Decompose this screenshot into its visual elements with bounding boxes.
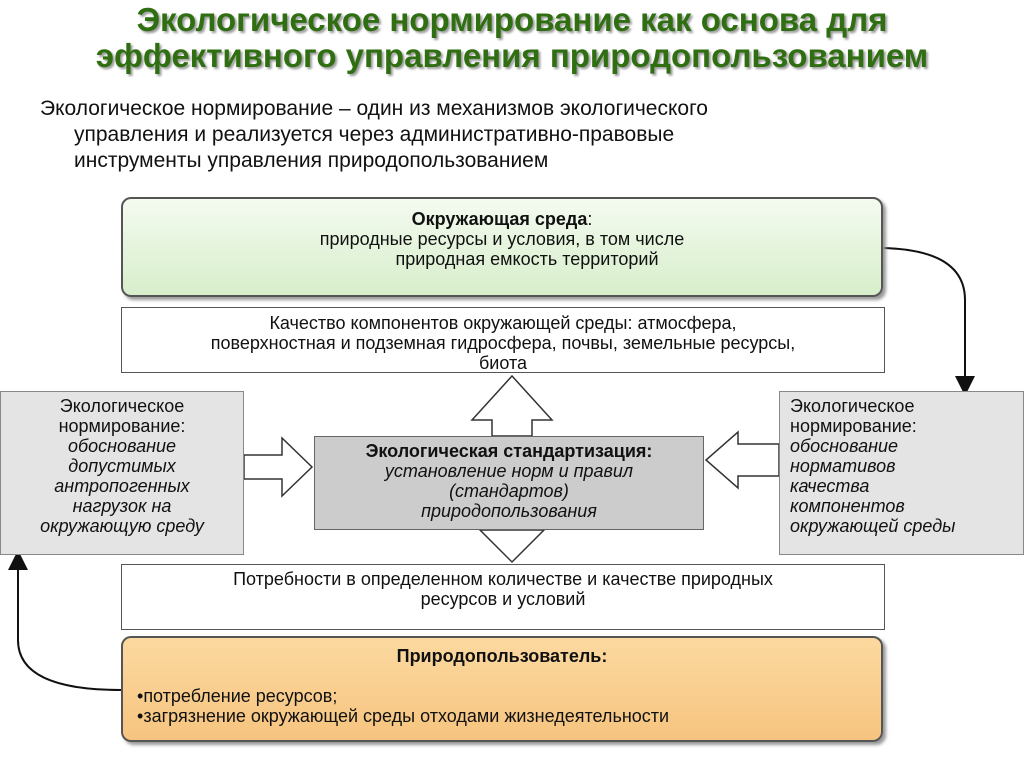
user-box: Природопользователь: потребление ресурсо… (121, 636, 883, 742)
connector-env-to-right (882, 247, 975, 396)
left-norm-line-5: антропогенных (54, 476, 190, 496)
quality-line-2: поверхностная и подземная гидросфера, по… (210, 333, 796, 353)
quality-line-1: Качество компонентов окружающей среды: а… (269, 313, 737, 333)
environment-line-1: природные ресурсы и условия, в том числе (319, 229, 685, 249)
environment-colon: : (587, 209, 593, 229)
user-heading: Природопользователь: (396, 646, 608, 666)
left-norm-line-4: допустимых (68, 456, 176, 476)
right-norm-box: Экологическое нормирование: обоснование … (779, 391, 1024, 555)
user-list: потребление ресурсов; загрязнение окружа… (123, 686, 881, 726)
intro-line-3: инструменты управления природопользовани… (74, 149, 549, 172)
user-list-item: загрязнение окружающей среды отходами жи… (137, 706, 881, 726)
hollow-arrow-down (478, 529, 546, 564)
title-line-1: Экологическое нормирование как основа дл… (136, 1, 888, 38)
environment-line-2: природная емкость территорий (395, 249, 659, 269)
environment-heading: Окружающая среда (411, 209, 588, 229)
hollow-arrow-up (470, 374, 554, 437)
user-list-item: потребление ресурсов; (137, 686, 881, 706)
title-line-2: эффективного управления природопользован… (95, 37, 929, 74)
hollow-arrow-left (704, 430, 780, 490)
standardization-line-1: установление норм и правил (384, 461, 634, 481)
standardization-box: Экологическая стандартизация: установлен… (314, 436, 704, 530)
environment-box: Окружающая среда: природные ресурсы и ус… (121, 197, 883, 297)
hollow-arrow-right (243, 436, 314, 498)
standardization-line-3: природопользования (421, 501, 597, 521)
intro-text: Экологическое нормирование – один из мех… (40, 96, 940, 174)
intro-line-1: Экологическое нормирование – один из мех… (40, 97, 708, 120)
right-norm-line-6: компонентов (790, 496, 905, 516)
right-norm-line-5: качества (790, 476, 870, 496)
needs-box: Потребности в определенном количестве и … (121, 564, 885, 630)
left-norm-line-1: Экологическое (59, 396, 185, 416)
needs-line-1: Потребности в определенном количестве и … (233, 569, 773, 589)
slide-title: Экологическое нормирование как основа дл… (0, 2, 1024, 74)
connector-user-to-left (8, 550, 122, 691)
quality-box: Качество компонентов окружающей среды: а… (121, 307, 885, 373)
right-norm-line-7: окружающей среды (790, 516, 956, 536)
needs-line-2: ресурсов и условий (420, 589, 586, 609)
left-norm-box: Экологическое нормирование: обоснование … (0, 391, 244, 555)
right-norm-line-1: Экологическое (790, 396, 915, 416)
right-norm-line-2: нормирование: (790, 416, 917, 436)
right-norm-line-4: нормативов (790, 456, 896, 476)
left-norm-line-7: окружающую среду (40, 516, 204, 536)
left-norm-line-6: нагрузок на (72, 496, 172, 516)
left-norm-line-3: обоснование (68, 436, 176, 456)
right-norm-line-3: обоснование (790, 436, 898, 456)
intro-line-2: управления и реализуется через администр… (74, 123, 675, 146)
standardization-line-2: (стандартов) (449, 481, 569, 501)
quality-line-3: биота (478, 353, 528, 373)
left-norm-line-2: нормирование: (58, 416, 186, 436)
standardization-heading: Экологическая стандартизация: (365, 441, 653, 461)
